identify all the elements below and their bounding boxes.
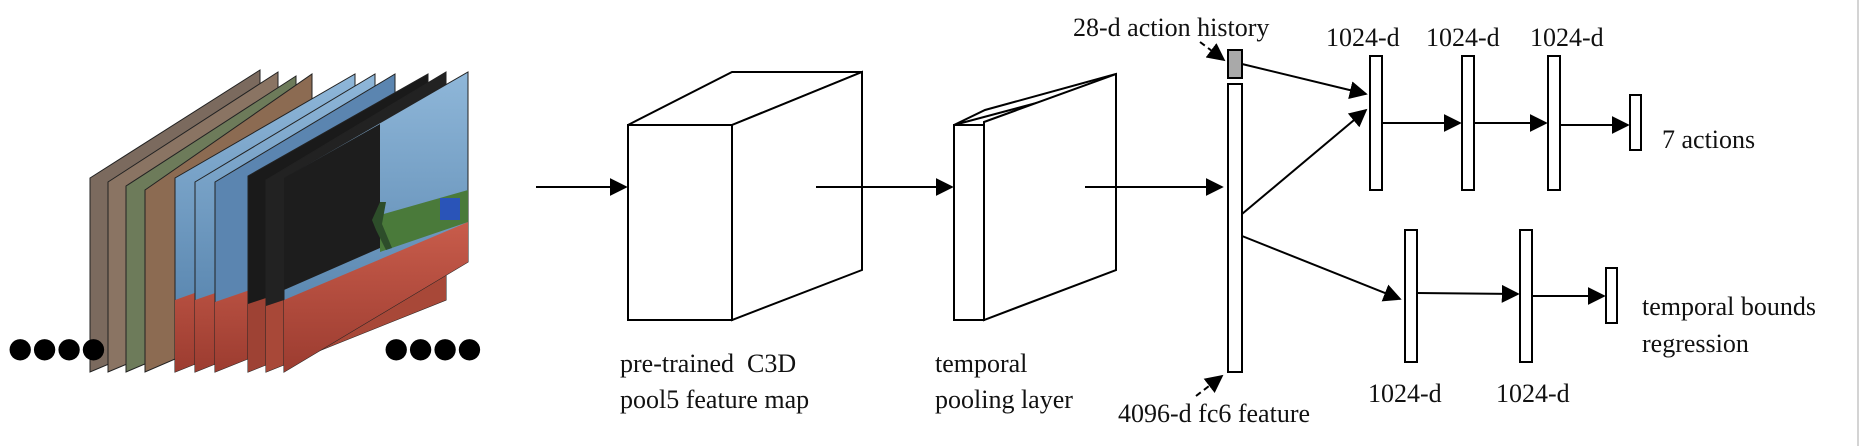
arrow-regression-1-2 <box>1416 284 1520 303</box>
arrow-history-to-action <box>1241 63 1368 99</box>
frames-ellipsis-left: ●●●● <box>8 331 106 364</box>
temporal-pooling-block <box>953 72 1117 322</box>
action-fc-3 <box>1547 55 1561 191</box>
action-output-bar <box>1629 94 1642 151</box>
pool-label-line2: pooling layer <box>935 385 1073 414</box>
regression-fc-1 <box>1404 229 1418 363</box>
video-frames-stack <box>89 69 469 373</box>
action-fc-1 <box>1369 55 1383 191</box>
arrow-fc6-to-regression <box>1241 235 1402 302</box>
regression-fc-2-label: 1024-d <box>1496 379 1570 408</box>
frames-ellipsis-right: ●●●● <box>384 331 482 364</box>
history-label: 28-d action history <box>1073 13 1269 42</box>
c3d-label-line2: pool5 feature map <box>620 385 809 414</box>
action-fc-2 <box>1461 55 1475 191</box>
fc6-label: 4096-d fc6 feature <box>1118 399 1310 428</box>
regression-fc-1-label: 1024-d <box>1368 379 1442 408</box>
fc6-feature-bar <box>1227 83 1243 373</box>
history-pointer <box>1199 41 1226 62</box>
action-fc-3-label: 1024-d <box>1530 23 1604 52</box>
action-fc-1-label: 1024-d <box>1326 23 1400 52</box>
regression-output-line2: regression <box>1642 329 1749 358</box>
regression-fc-2 <box>1519 229 1533 363</box>
action-fc-2-label: 1024-d <box>1426 23 1500 52</box>
arrow-fc6-to-action <box>1241 108 1368 215</box>
regression-output-bar <box>1605 267 1618 324</box>
pool-label-line1: temporal <box>935 349 1027 378</box>
action-history-box <box>1227 49 1243 79</box>
c3d-label-line1: pre-trained C3D <box>620 349 796 378</box>
action-output-label: 7 actions <box>1662 125 1755 154</box>
fc6-pointer <box>1195 374 1224 397</box>
c3d-feature-block <box>627 70 863 322</box>
regression-output-line1: temporal bounds <box>1642 292 1816 321</box>
